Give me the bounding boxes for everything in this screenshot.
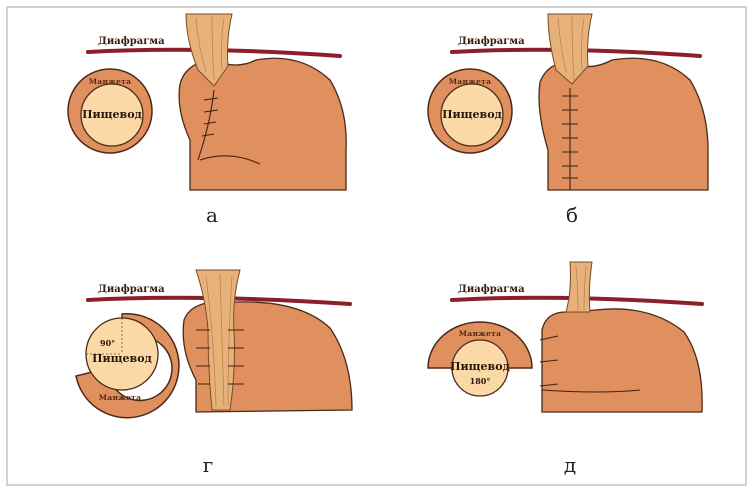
esophagus [566,262,592,312]
esophagus-label: Пищевод [442,108,502,121]
panel-b: Диафрагма Манжета Пищевод б [428,14,708,227]
panel-letter: б [566,203,578,227]
esophagus-label: Пищевод [92,352,152,365]
diaphragm-label: Диафрагма [98,284,165,295]
esophagus-label: Пищевод [450,360,510,373]
panel-letter: а [206,203,218,227]
angle-label: 180° [470,376,491,386]
stomach [542,309,702,412]
cuff-label: Манжета [89,77,132,86]
cuff-label: Манжета [99,393,142,402]
angle-label: 90° [100,338,115,348]
cuff-label: Манжета [459,329,502,338]
esophagus-label: Пищевод [82,108,142,121]
cuff-label: Манжета [449,77,492,86]
diaphragm-label: Диафрагма [458,284,525,295]
panel-letter: д [564,453,576,477]
panel-g: Диафрагма 90° Пищевод Манжета г [76,270,352,477]
diaphragm-label: Диафрагма [98,36,165,47]
diaphragm-label: Диафрагма [458,36,525,47]
panel-a: Диафрагма Манжета Пищевод а [68,14,346,227]
panel-letter: г [203,453,213,477]
panel-d: Диафрагма Манжета Пищевод 180° д [428,262,702,477]
